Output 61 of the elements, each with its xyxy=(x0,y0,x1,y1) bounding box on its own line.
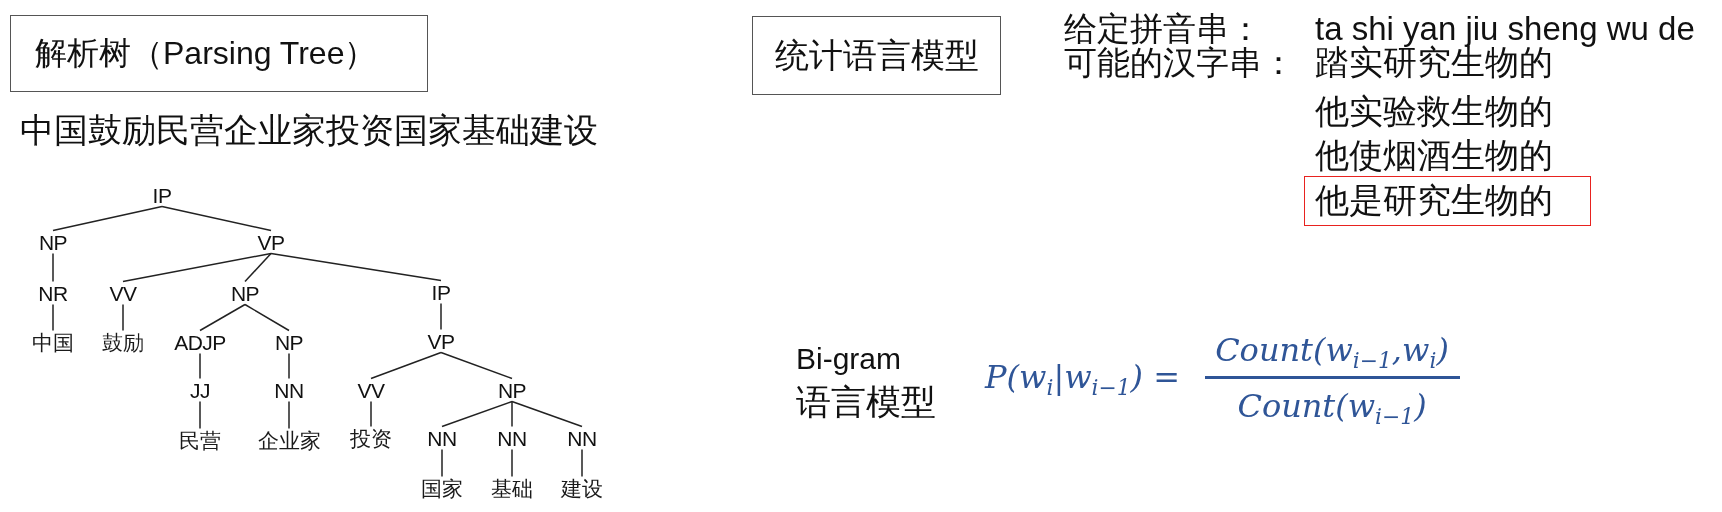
model-label: Bi-gram xyxy=(796,341,901,377)
tree-branch xyxy=(161,205,272,232)
tree-branch xyxy=(440,351,513,380)
tree-branch xyxy=(370,400,372,428)
word-label: 基础 xyxy=(491,477,533,499)
tree-branch xyxy=(52,205,163,232)
tag-label: VP xyxy=(427,330,455,352)
tree-branch xyxy=(244,252,272,283)
word-label: 投资 xyxy=(350,427,392,449)
tree-branch xyxy=(122,252,272,283)
tree-branch xyxy=(511,448,513,478)
tag-label: NP xyxy=(230,282,260,304)
tag-label: VV xyxy=(109,282,137,304)
tag-label: NP xyxy=(274,331,304,353)
tree-branch xyxy=(270,252,442,282)
word-label: 企业家 xyxy=(257,429,321,451)
tag-label: JJ xyxy=(190,379,210,401)
tag-label: NN xyxy=(567,427,597,449)
tag-label: NP xyxy=(38,231,68,253)
tree-branch xyxy=(199,400,201,430)
tag-label: ADJP xyxy=(174,331,226,353)
tag-label: NN xyxy=(274,379,304,401)
tree-branch xyxy=(244,303,290,332)
tag-label: VP xyxy=(257,231,285,253)
tag-label: NN xyxy=(427,427,457,449)
field-label: 可能的汉字串： xyxy=(1064,44,1295,82)
tag-label: IP xyxy=(431,281,451,303)
tree-branch xyxy=(441,400,513,428)
word-label: 国家 xyxy=(421,477,463,499)
model-label: 语言模型 xyxy=(796,381,936,423)
title-box: 统计语言模型 xyxy=(752,16,1001,95)
tag-label: NN xyxy=(497,427,527,449)
sentence-text: 中国鼓励民营企业家投资国家基础建设 xyxy=(20,111,598,151)
tree-branch xyxy=(288,400,290,430)
tree-branch xyxy=(199,352,201,380)
tree-branch xyxy=(52,252,54,283)
tree-branch xyxy=(511,400,513,428)
highlight-box: 他是研究生物的 xyxy=(1304,176,1591,226)
formula-text: P(w$_{i}$|w$_{i−1}$) = xyxy=(985,358,1181,396)
word-label: 民营 xyxy=(179,429,221,451)
tree-branch xyxy=(122,303,124,332)
tree-branch xyxy=(52,303,54,332)
tag-label: NR xyxy=(38,282,68,304)
title-box: 解析树（Parsing Tree） xyxy=(10,15,428,92)
candidate-text: 他实验救生物的 xyxy=(1315,92,1553,132)
tree-branch xyxy=(511,400,583,428)
word-label: 建设 xyxy=(561,477,603,499)
tree-branch xyxy=(440,302,442,331)
formula-numerator: Count(w$_{i−1}$,w$_{i}$) xyxy=(1215,331,1449,369)
tag-label: IP xyxy=(152,184,172,206)
word-label: 鼓励 xyxy=(102,331,144,353)
tag-label: VV xyxy=(357,379,385,401)
tree-branch xyxy=(441,448,443,478)
tree-branch xyxy=(199,303,246,332)
tree-branch xyxy=(581,448,583,478)
word-label: 中国 xyxy=(32,331,74,353)
tree-branch xyxy=(288,352,290,380)
tag-label: NP xyxy=(497,379,527,401)
candidate-text: 他使烟酒生物的 xyxy=(1315,136,1553,176)
formula-denominator: Count(w$_{i−1}$) xyxy=(1237,387,1427,425)
tree-branch xyxy=(370,351,442,380)
